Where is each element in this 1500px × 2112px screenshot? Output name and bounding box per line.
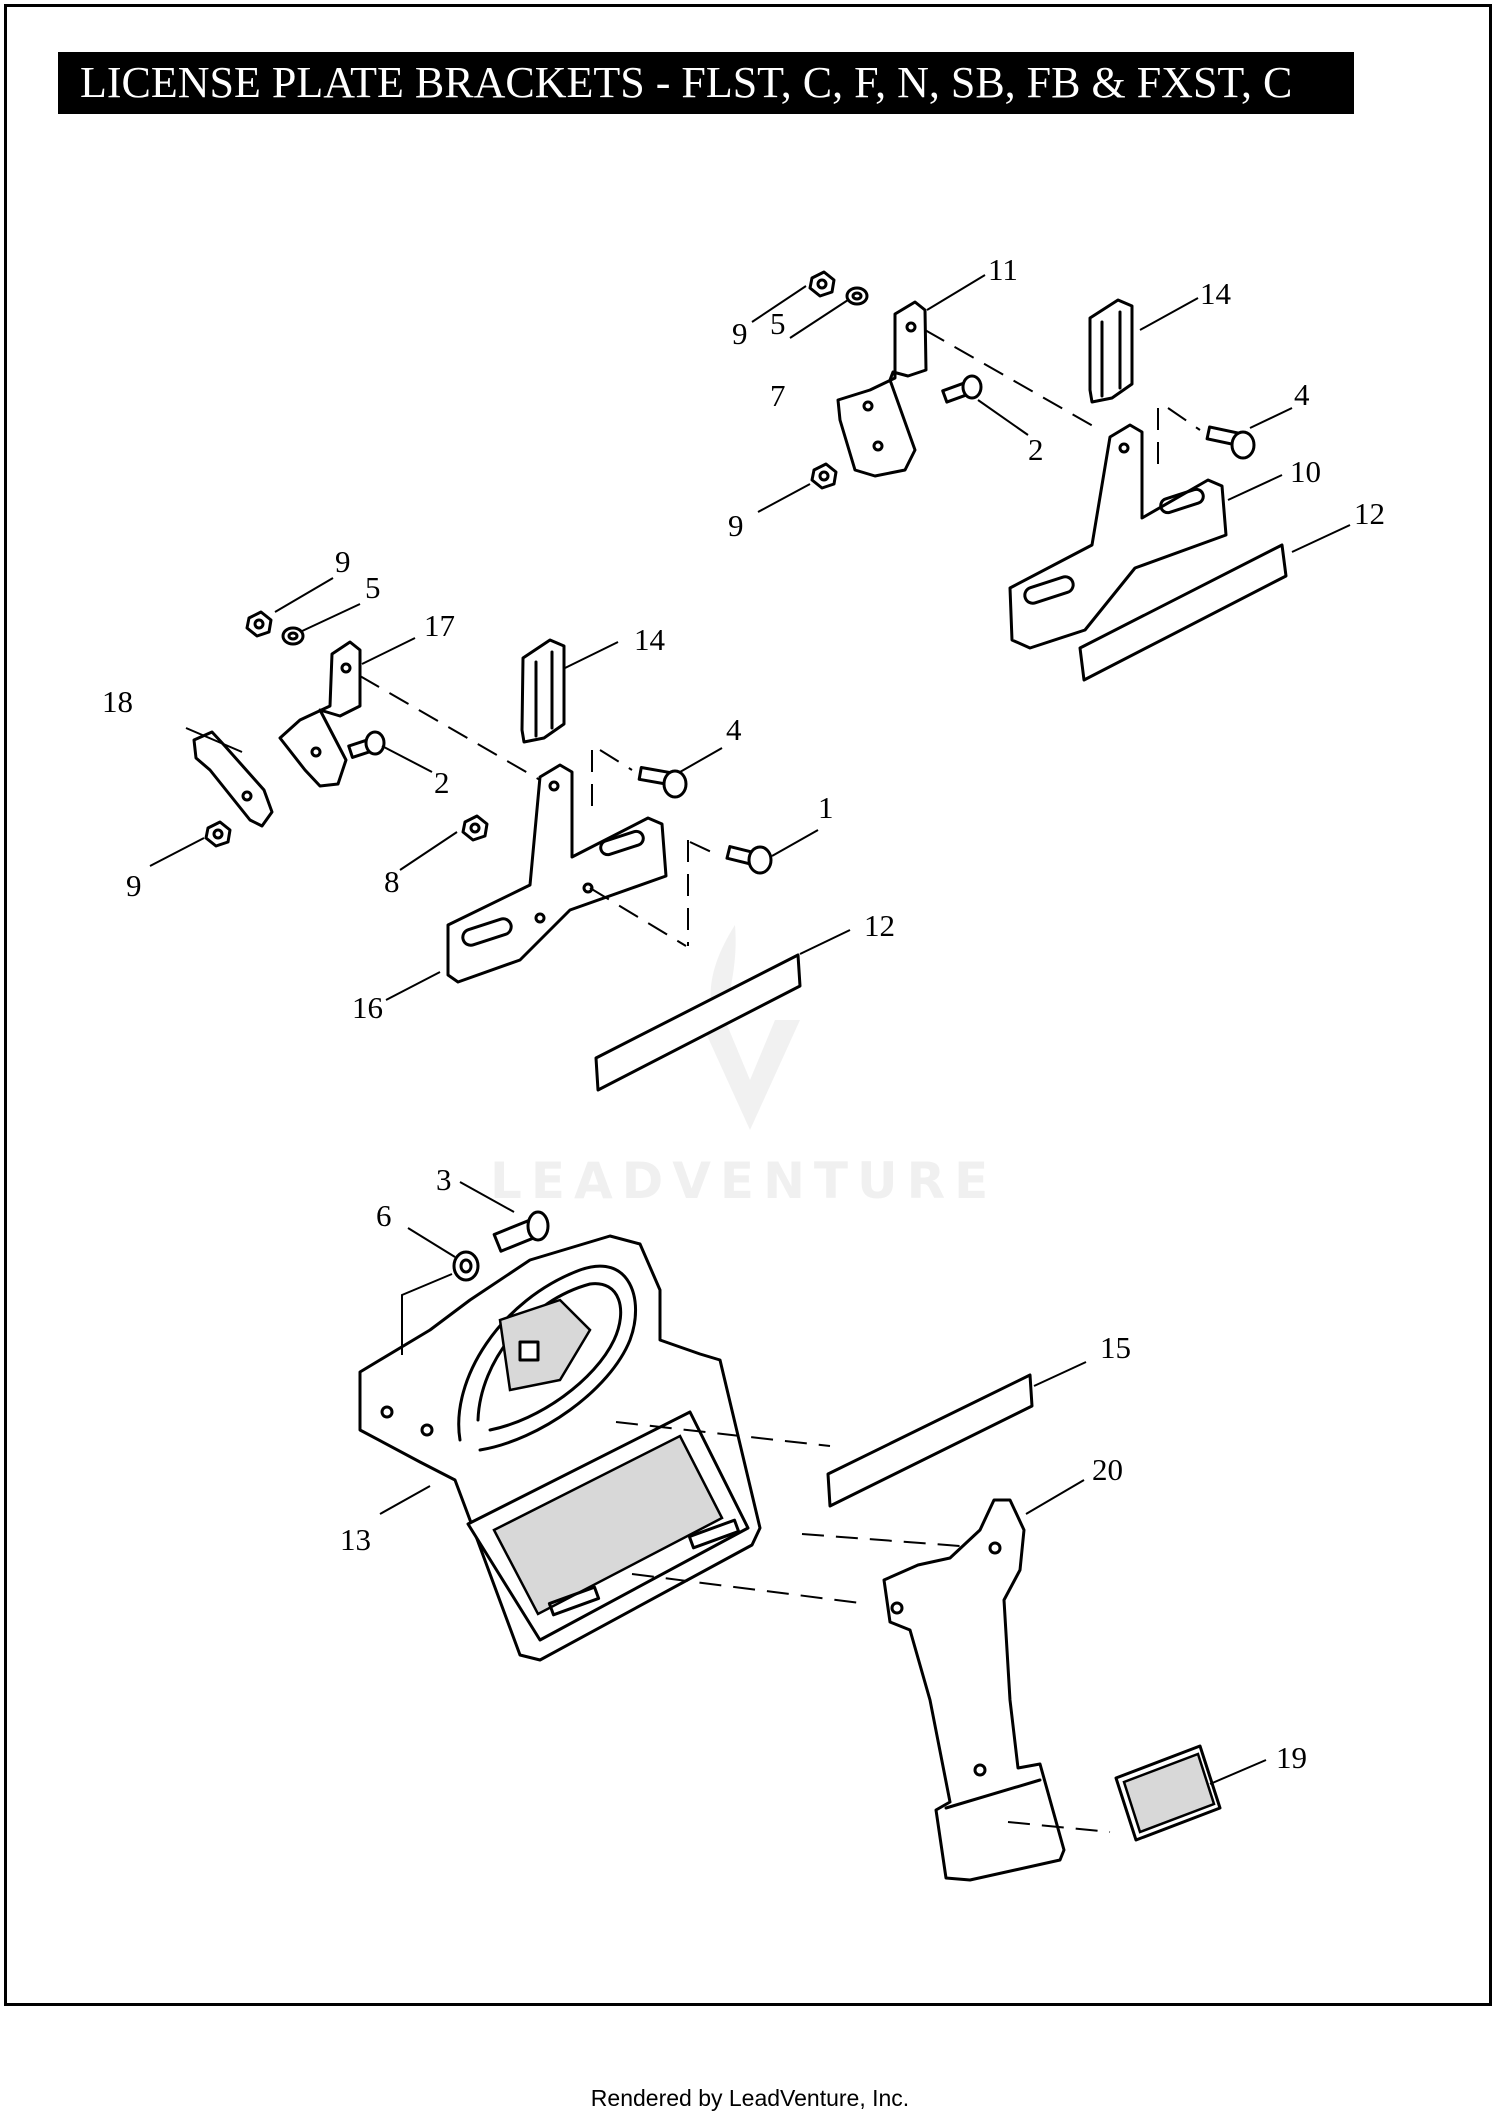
- lower-assembly: [358, 1210, 1222, 1882]
- callout-4: 4: [726, 712, 742, 747]
- callout-9: 9: [728, 508, 744, 543]
- callout-16: 16: [352, 990, 383, 1025]
- washer-icon: [845, 286, 869, 306]
- callout-1: 1: [818, 790, 834, 825]
- callout-9: 9: [126, 868, 142, 903]
- footer-credit: Rendered by LeadVenture, Inc.: [590, 2085, 910, 2111]
- callout-15: 15: [1100, 1330, 1131, 1365]
- callout-2: 2: [1028, 432, 1044, 467]
- strip-12-shape: [594, 953, 802, 1092]
- callout-labels: 9 5 7 11 14 4 2 10 12 9 9 5 17 18 14 2 4…: [102, 252, 1385, 1775]
- callout-10: 10: [1290, 454, 1321, 489]
- leader-lines: [149, 274, 1351, 1785]
- screw-icon: [347, 730, 386, 759]
- nut-icon: [204, 820, 232, 848]
- callout-12: 12: [864, 908, 895, 943]
- nut-icon: [461, 814, 489, 842]
- callout-6: 6: [376, 1198, 392, 1233]
- callout-9: 9: [335, 544, 351, 579]
- callout-14: 14: [1200, 276, 1232, 311]
- callout-5: 5: [365, 570, 381, 605]
- watermark-logo: LEADVENTURE: [490, 925, 997, 1210]
- screw-icon: [725, 845, 773, 875]
- clip-14-shape: [520, 638, 566, 744]
- page-title: LICENSE PLATE BRACKETS - FLST, C, F, N, …: [58, 52, 1354, 114]
- bracket-11-shape: [836, 300, 928, 478]
- strip-15-shape: [826, 1373, 1034, 1508]
- washer-icon: [281, 626, 305, 646]
- callout-20: 20: [1092, 1452, 1123, 1487]
- bracket-20-shape: [882, 1498, 1066, 1882]
- callout-18: 18: [102, 684, 133, 719]
- nut-icon: [808, 270, 836, 298]
- callout-7: 7: [770, 378, 786, 413]
- callout-2: 2: [434, 765, 450, 800]
- nut-icon: [245, 610, 273, 638]
- callout-11: 11: [988, 252, 1018, 287]
- upper-right-assembly: [808, 270, 1288, 682]
- bracket-17-shape: [278, 640, 362, 788]
- callout-17: 17: [424, 608, 455, 643]
- callout-3: 3: [436, 1162, 452, 1197]
- callout-8: 8: [384, 864, 400, 899]
- page-frame: [4, 4, 1492, 2006]
- watermark-text: LEADVENTURE: [490, 1152, 997, 1210]
- clip-14-shape: [1088, 298, 1134, 404]
- screw-icon: [492, 1210, 550, 1253]
- strip-12-shape: [1078, 543, 1288, 682]
- callout-4: 4: [1294, 377, 1310, 412]
- callout-12: 12: [1354, 496, 1385, 531]
- callout-14: 14: [634, 622, 666, 657]
- nut-icon: [810, 462, 838, 490]
- washer-icon: [452, 1250, 480, 1282]
- bracket-18-shape: [192, 730, 274, 828]
- left-assembly: [192, 610, 802, 1092]
- screw-icon: [637, 765, 688, 799]
- callout-19: 19: [1276, 1740, 1307, 1775]
- callout-5: 5: [770, 306, 786, 341]
- screw-icon: [1205, 425, 1256, 460]
- bracket-16-shape: [446, 763, 668, 984]
- screw-icon: [941, 374, 983, 404]
- callout-9: 9: [732, 316, 748, 351]
- callout-13: 13: [340, 1522, 371, 1557]
